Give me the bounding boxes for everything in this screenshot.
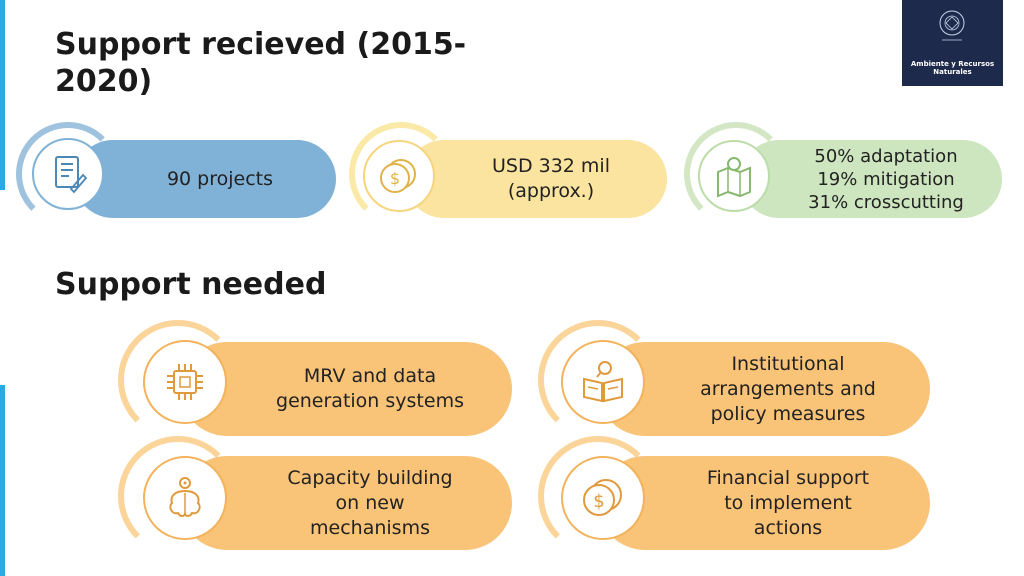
focus-areas-ring xyxy=(684,122,788,226)
ministry-logo: Ambiente y Recursos Naturales xyxy=(902,0,1003,86)
projects-label: 90 projects xyxy=(166,167,274,190)
financial-label: Financial support to implement actions xyxy=(706,466,870,539)
funding-ring xyxy=(349,122,453,226)
capacity-icon-circle xyxy=(143,456,227,540)
funding-icon-circle: $ xyxy=(363,140,435,212)
focus-areas-icon-circle xyxy=(698,140,770,212)
book-search-icon xyxy=(583,361,623,403)
coins-icon: $ xyxy=(380,159,416,193)
financial-icon-circle: $ xyxy=(561,456,645,540)
focus-areas-label: 50% adaptation 19% mitigation 31% crossc… xyxy=(808,145,964,213)
institutional-icon-circle xyxy=(561,340,645,424)
svg-text:$: $ xyxy=(390,169,400,188)
financial-ring xyxy=(538,436,658,556)
institutional-pill: Institutional arrangements and policy me… xyxy=(598,342,930,436)
coins-icon: $ xyxy=(583,479,622,516)
mrv-icon-circle xyxy=(143,340,227,424)
brain-gear-icon xyxy=(169,477,201,517)
capacity-label: Capacity building on new mechanisms xyxy=(287,466,453,539)
national-seal-icon xyxy=(939,10,965,41)
chip-icon xyxy=(167,364,203,400)
checklist-icon xyxy=(55,156,88,194)
svg-text:$: $ xyxy=(593,491,604,512)
projects-icon-circle xyxy=(32,138,104,210)
map-pin-icon xyxy=(717,157,751,198)
funding-label: USD 332 mil (approx.) xyxy=(491,155,610,202)
funding-pill: USD 332 mil (approx.) xyxy=(405,140,667,218)
focus-areas-pill: 50% adaptation 19% mitigation 31% crossc… xyxy=(740,140,1002,218)
capacity-ring xyxy=(118,436,238,556)
support-needed-title: Support needed xyxy=(55,267,327,302)
projects-pill: 90 projects xyxy=(74,140,336,218)
capacity-pill: Capacity building on new mechanisms xyxy=(180,456,512,550)
left-accent-bar-top xyxy=(0,0,5,190)
mrv-pill: MRV and data generation systems xyxy=(180,342,512,436)
institutional-ring xyxy=(538,320,658,440)
mrv-label: MRV and data generation systems xyxy=(276,365,464,412)
logo-text: Ambiente y Recursos Naturales xyxy=(910,60,995,76)
financial-pill: Financial support to implement actions xyxy=(598,456,930,550)
institutional-label: Institutional arrangements and policy me… xyxy=(700,352,876,425)
mrv-ring xyxy=(118,320,238,440)
left-accent-bar-bottom xyxy=(0,385,5,576)
projects-ring xyxy=(16,122,120,226)
support-received-title: Support recieved (2015- 2020) xyxy=(55,27,467,99)
